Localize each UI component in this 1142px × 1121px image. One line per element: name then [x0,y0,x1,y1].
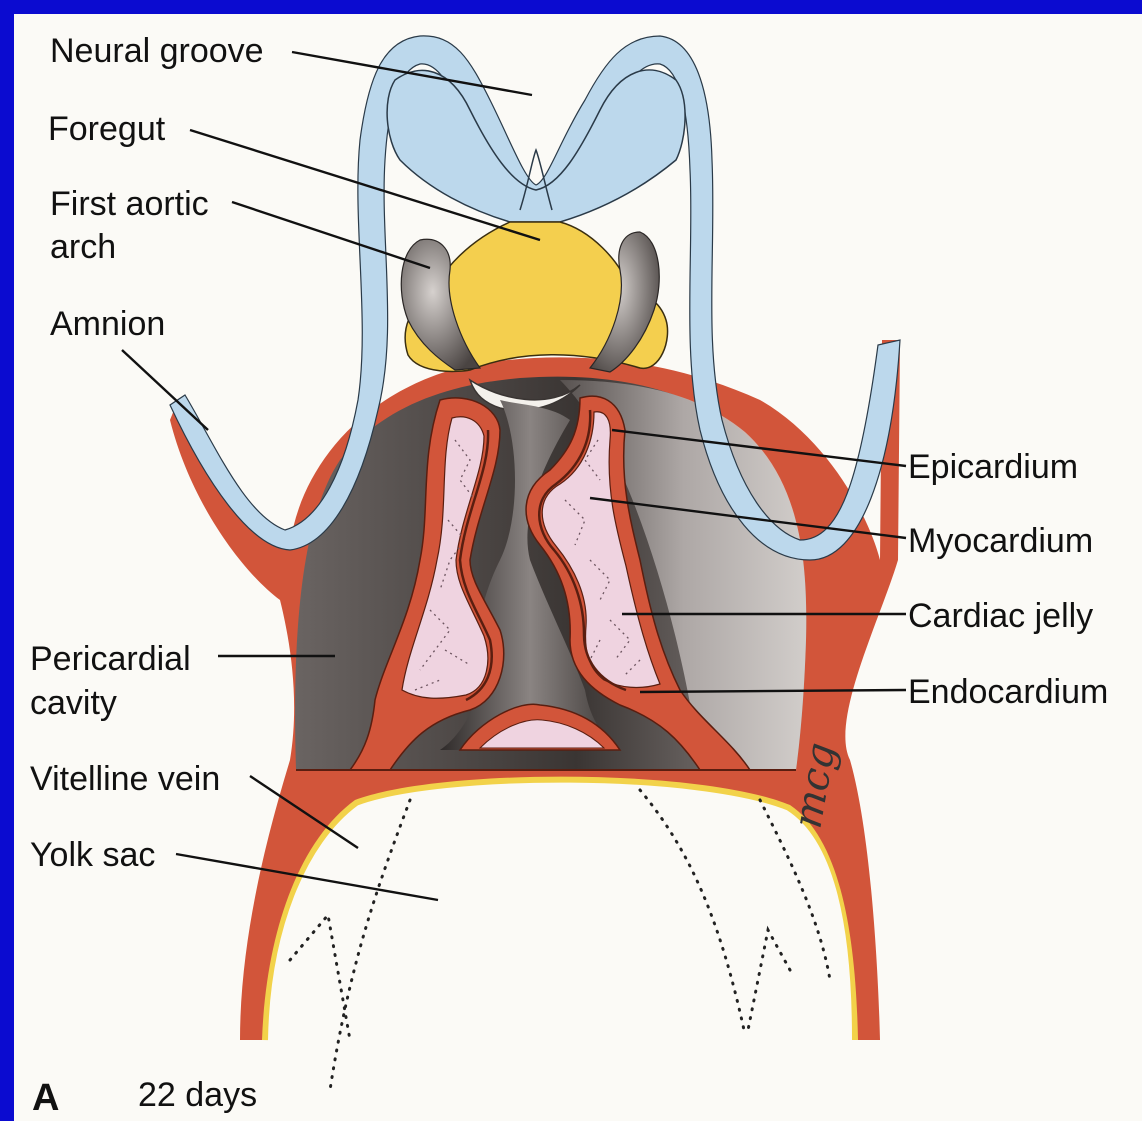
label-cardiac-jelly: Cardiac jelly [908,597,1093,635]
label-first-aortic-arch-1: First aortic [50,185,209,223]
label-foregut: Foregut [48,110,166,148]
leader-amnion [122,350,208,430]
label-neural-groove: Neural groove [50,32,264,70]
label-pericardial-cavity-2: cavity [30,684,117,722]
label-epicardium: Epicardium [908,448,1078,486]
label-amnion: Amnion [50,305,165,343]
label-vitelline-vein: Vitelline vein [30,760,220,798]
label-first-aortic-arch-2: arch [50,228,116,266]
label-pericardial-cavity-1: Pericardial [30,640,191,678]
label-yolk-sac: Yolk sac [30,836,155,874]
label-myocardium: Myocardium [908,522,1093,560]
panel-letter: A [32,1077,59,1119]
label-endocardium: Endocardium [908,673,1108,711]
leader-first-aortic-arch [232,202,430,268]
panel-caption: 22 days [138,1076,257,1114]
neural-plate [387,70,685,222]
